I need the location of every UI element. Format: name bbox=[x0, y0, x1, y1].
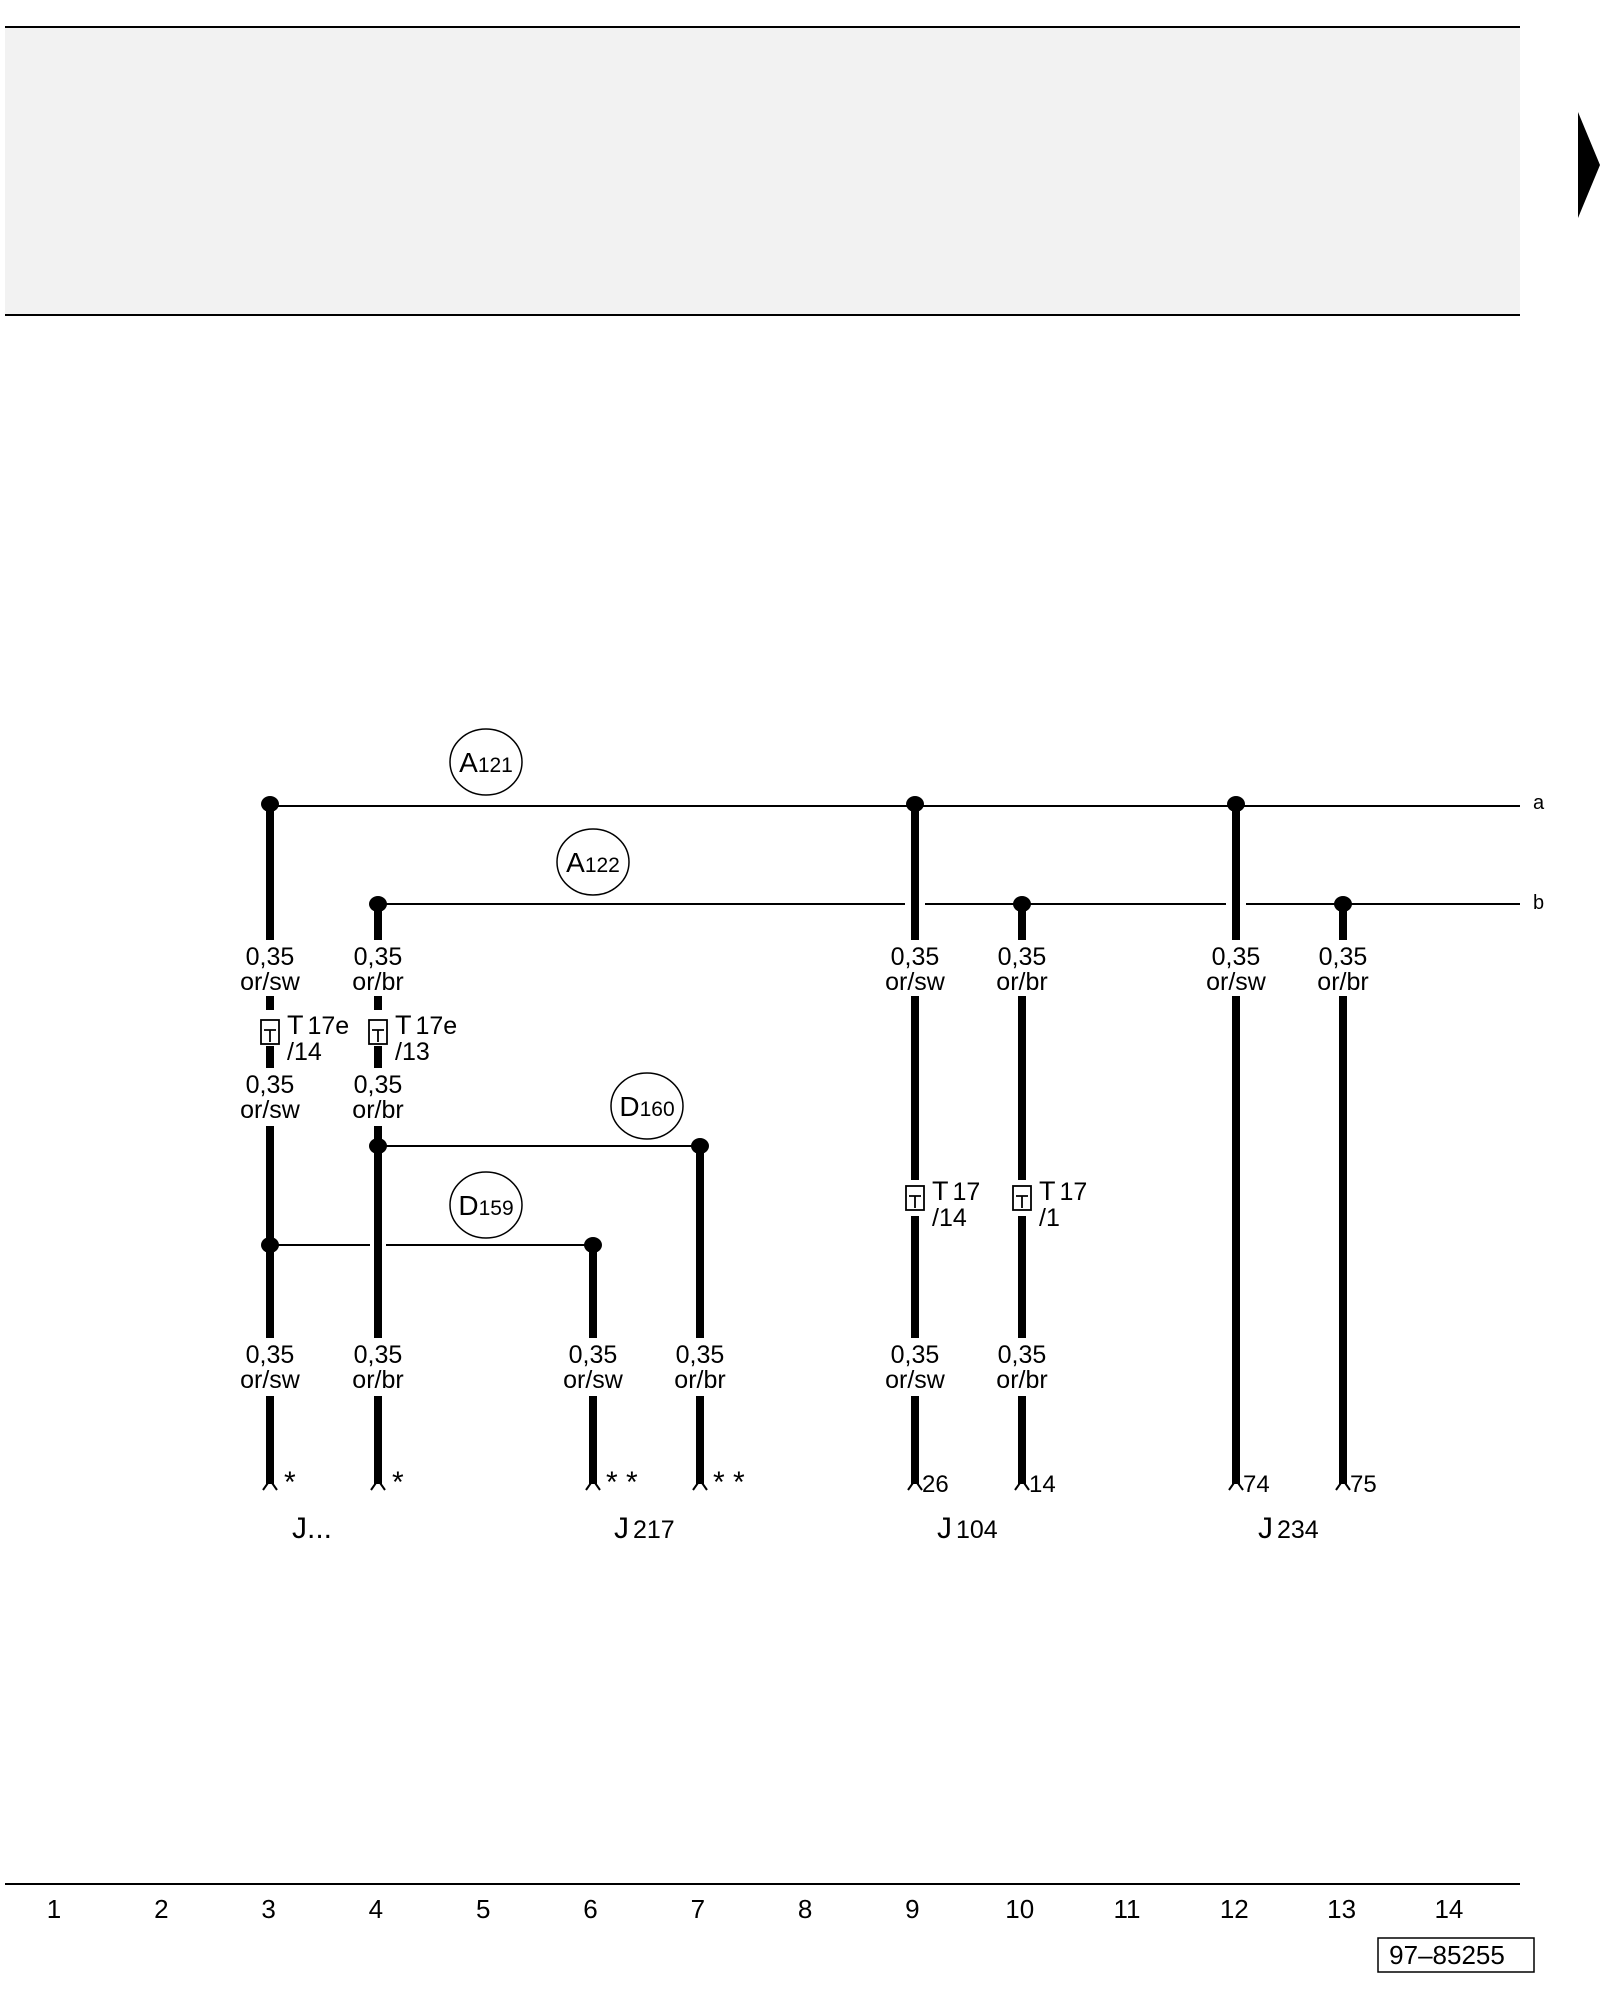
svg-text:D159: D159 bbox=[458, 1190, 513, 1221]
column-number: 2 bbox=[154, 1894, 168, 1924]
connector-pin-t17-14: /14 bbox=[932, 1204, 967, 1232]
triangle-right-icon[interactable] bbox=[1578, 112, 1600, 218]
column-number: 11 bbox=[1114, 1894, 1141, 1924]
junction-dot bbox=[369, 1138, 387, 1154]
doc-id-box bbox=[1377, 1937, 1535, 1973]
bubble-a121: A121 bbox=[449, 728, 523, 796]
junction-dot bbox=[1334, 896, 1352, 912]
connector-pin-t17e-13: /13 bbox=[395, 1038, 430, 1066]
column-number: 14 bbox=[1434, 1894, 1463, 1924]
svg-text:A122: A122 bbox=[566, 847, 620, 878]
junction-dot bbox=[691, 1138, 709, 1154]
junction-dot bbox=[1013, 896, 1031, 912]
doc-id: 97–85255 bbox=[1389, 1940, 1505, 1970]
column-number: 12 bbox=[1220, 1894, 1249, 1924]
bus-label-b: b bbox=[1533, 892, 1544, 914]
column-number: 13 bbox=[1327, 1894, 1356, 1924]
column-number: 4 bbox=[369, 1894, 383, 1924]
connector-pin-t17e-14: /14 bbox=[287, 1038, 322, 1066]
pin-label-c9: 26 bbox=[922, 1471, 949, 1498]
column-number: 9 bbox=[905, 1894, 919, 1924]
bubble-a122: A122 bbox=[556, 828, 630, 896]
bubble-d159: D159 bbox=[449, 1171, 523, 1239]
junction-dot bbox=[906, 796, 924, 812]
pin-label-c10: 14 bbox=[1029, 1471, 1056, 1498]
pin-terminal-icon bbox=[262, 1478, 1351, 1491]
junction-dot bbox=[369, 896, 387, 912]
pin-label-c13: 75 bbox=[1350, 1471, 1377, 1498]
bus-label-a: a bbox=[1533, 792, 1545, 814]
svg-text:D160: D160 bbox=[619, 1091, 674, 1122]
column-number: 7 bbox=[691, 1894, 705, 1924]
junction-dot bbox=[261, 796, 279, 812]
pin-label-c3: * bbox=[284, 1466, 296, 1499]
pin-label-c7: * * bbox=[713, 1466, 745, 1499]
pin-label-c6: * * bbox=[606, 1466, 638, 1499]
junction-dot bbox=[1227, 796, 1245, 812]
column-number: 5 bbox=[476, 1894, 490, 1924]
bubble-d160: D160 bbox=[610, 1072, 684, 1140]
header-band bbox=[5, 27, 1520, 315]
pin-label-c12: 74 bbox=[1243, 1471, 1270, 1498]
component-label-j-generic: J... bbox=[292, 1512, 332, 1545]
column-number: 1 bbox=[47, 1894, 61, 1924]
column-number: 10 bbox=[1005, 1894, 1034, 1924]
column-number: 8 bbox=[798, 1894, 812, 1924]
connector-icon bbox=[260, 1019, 1032, 1211]
column-number: 3 bbox=[261, 1894, 275, 1924]
pin-label-c4: * bbox=[392, 1466, 404, 1499]
column-number: 6 bbox=[583, 1894, 597, 1924]
svg-text:A121: A121 bbox=[459, 747, 513, 778]
junction-dot bbox=[261, 1237, 279, 1253]
connector-pin-t17-1: /1 bbox=[1039, 1204, 1060, 1232]
junction-dot bbox=[584, 1237, 602, 1253]
